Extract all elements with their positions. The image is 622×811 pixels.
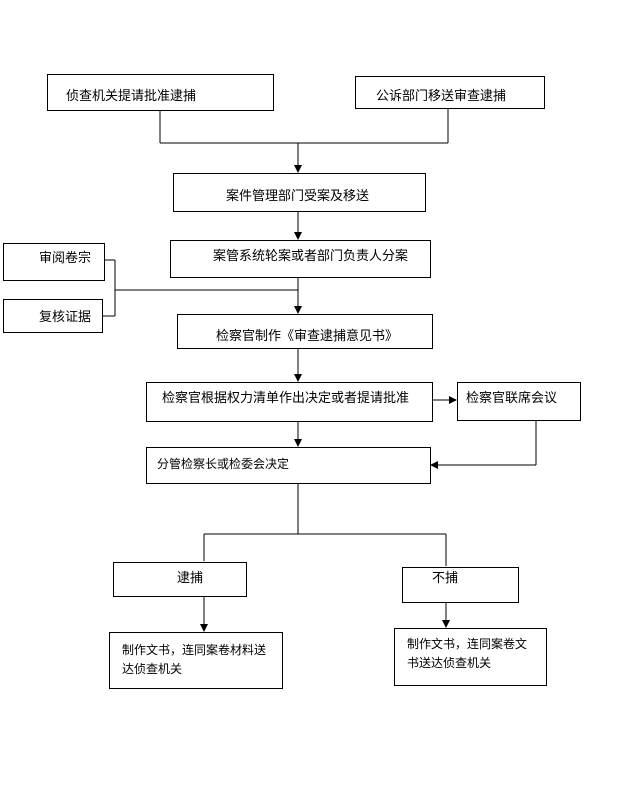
verify-evidence-label: 复核证据 [39, 310, 92, 325]
review-files-label: 审阅卷宗 [39, 251, 92, 266]
case-assignment-label: 案管系统轮案或者部门负责人分案 [213, 249, 409, 264]
arrest-label: 逮捕 [177, 571, 204, 586]
arrest-box: 逮捕 [113, 562, 247, 597]
case-management-label: 案件管理部门受案及移送 [226, 189, 370, 204]
prosecutor-decision-box: 检察官根据权力清单作出决定或者提请批准 [146, 382, 433, 422]
prosecution-transfer-box: 公诉部门移送审查逮捕 [355, 76, 545, 109]
no-arrest-box: 不捕 [402, 567, 519, 603]
case-management-box: 案件管理部门受案及移送 [173, 173, 426, 212]
no-arrest-label: 不捕 [432, 571, 459, 586]
no-arrest-documents-label: 制作文书，连同案卷文书送达侦查机关 [407, 637, 528, 670]
review-files-box: 审阅卷宗 [3, 243, 105, 281]
joint-meeting-box: 检察官联席会议 [457, 382, 581, 421]
arrest-documents-label: 制作文书，连同案卷材料送达侦查机关 [122, 643, 267, 676]
opinion-document-box: 检察官制作《审查逮捕意见书》 [177, 314, 433, 349]
joint-meeting-label: 检察官联席会议 [466, 391, 558, 406]
investigation-request-label: 侦查机关提请批准逮捕 [66, 89, 197, 104]
case-assignment-box: 案管系统轮案或者部门负责人分案 [170, 240, 431, 278]
investigation-request-box: 侦查机关提请批准逮捕 [47, 74, 274, 111]
arrest-documents-box: 制作文书，连同案卷材料送达侦查机关 [109, 632, 283, 689]
prosecution-transfer-label: 公诉部门移送审查逮捕 [376, 89, 507, 104]
opinion-document-label: 检察官制作《审查逮捕意见书》 [216, 329, 399, 344]
chief-decision-box: 分管检察长或检委会决定 [146, 447, 431, 484]
chief-decision-label: 分管检察长或检委会决定 [157, 457, 290, 471]
prosecutor-decision-label: 检察官根据权力清单作出决定或者提请批准 [162, 391, 410, 406]
verify-evidence-box: 复核证据 [3, 299, 103, 333]
no-arrest-documents-box: 制作文书，连同案卷文书送达侦查机关 [394, 628, 547, 686]
